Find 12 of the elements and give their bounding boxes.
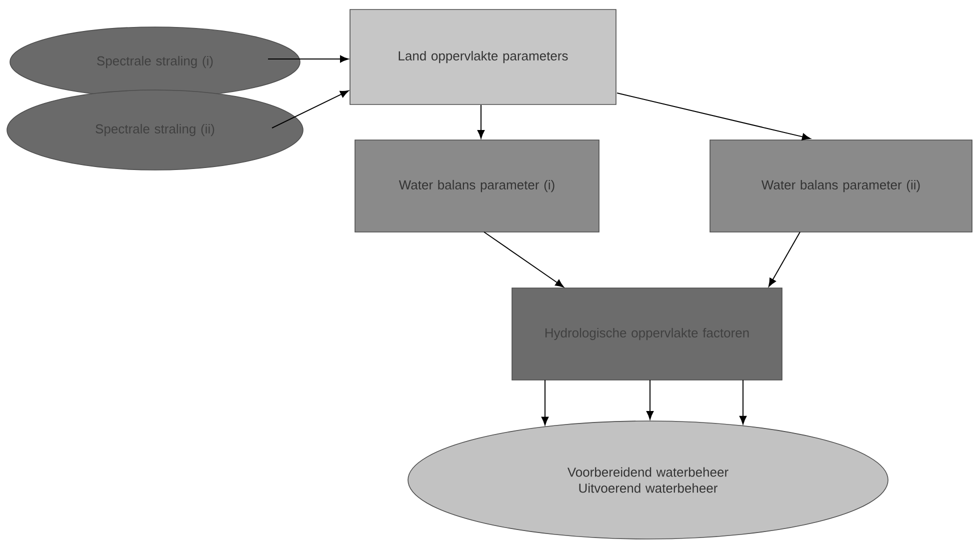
process-box: Water balans parameter (ii) bbox=[710, 140, 972, 232]
arrow bbox=[739, 380, 747, 424]
arrow bbox=[484, 232, 564, 288]
arrow bbox=[616, 92, 811, 140]
arrow bbox=[768, 232, 800, 287]
process-box: Land oppervlakte parameters bbox=[350, 9, 616, 105]
arrow bbox=[541, 380, 549, 426]
arrow bbox=[268, 55, 349, 63]
arrow bbox=[646, 380, 654, 420]
process-box: Water balans parameter (i) bbox=[354, 140, 600, 232]
arrow bbox=[272, 90, 349, 128]
arrow bbox=[477, 104, 485, 139]
